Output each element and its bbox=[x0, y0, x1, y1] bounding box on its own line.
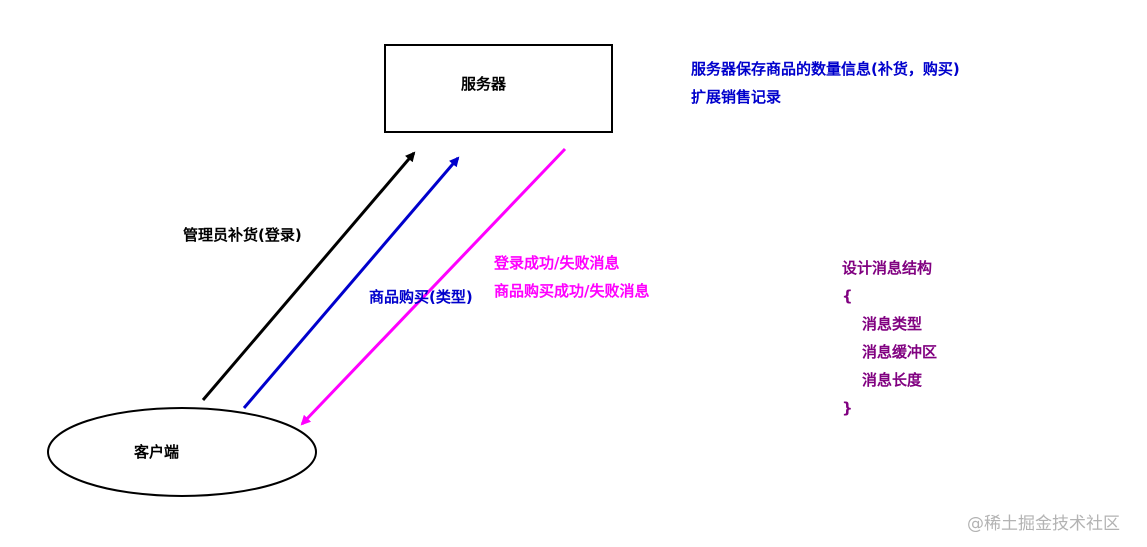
client-label: 客户端 bbox=[134, 443, 180, 461]
server-note-line2: 扩展销售记录 bbox=[691, 88, 782, 106]
watermark-text: @稀土掘金技术社区 bbox=[967, 514, 1120, 534]
message-struct-title: 设计消息结构 bbox=[842, 259, 933, 277]
purchase-arrow bbox=[242, 156, 460, 409]
admin-restock-arrow bbox=[201, 151, 416, 401]
response-arrow bbox=[300, 147, 567, 426]
server-note-line1: 服务器保存商品的数量信息(补货，购买) bbox=[691, 60, 960, 78]
admin-restock-label: 管理员补货(登录) bbox=[183, 226, 302, 244]
server-label: 服务器 bbox=[461, 75, 507, 93]
response-label-line1: 登录成功/失败消息 bbox=[494, 254, 620, 272]
purchase-label: 商品购买(类型) bbox=[369, 288, 473, 306]
message-struct-close-brace: } bbox=[842, 399, 853, 417]
message-struct-field-length: 消息长度 bbox=[862, 371, 923, 389]
server-box bbox=[384, 44, 613, 133]
message-struct-field-type: 消息类型 bbox=[862, 315, 923, 333]
client-ellipse bbox=[47, 407, 317, 497]
message-struct-field-buffer: 消息缓冲区 bbox=[862, 343, 938, 361]
response-label-line2: 商品购买成功/失败消息 bbox=[494, 282, 650, 300]
message-struct-open-brace: { bbox=[842, 287, 853, 305]
